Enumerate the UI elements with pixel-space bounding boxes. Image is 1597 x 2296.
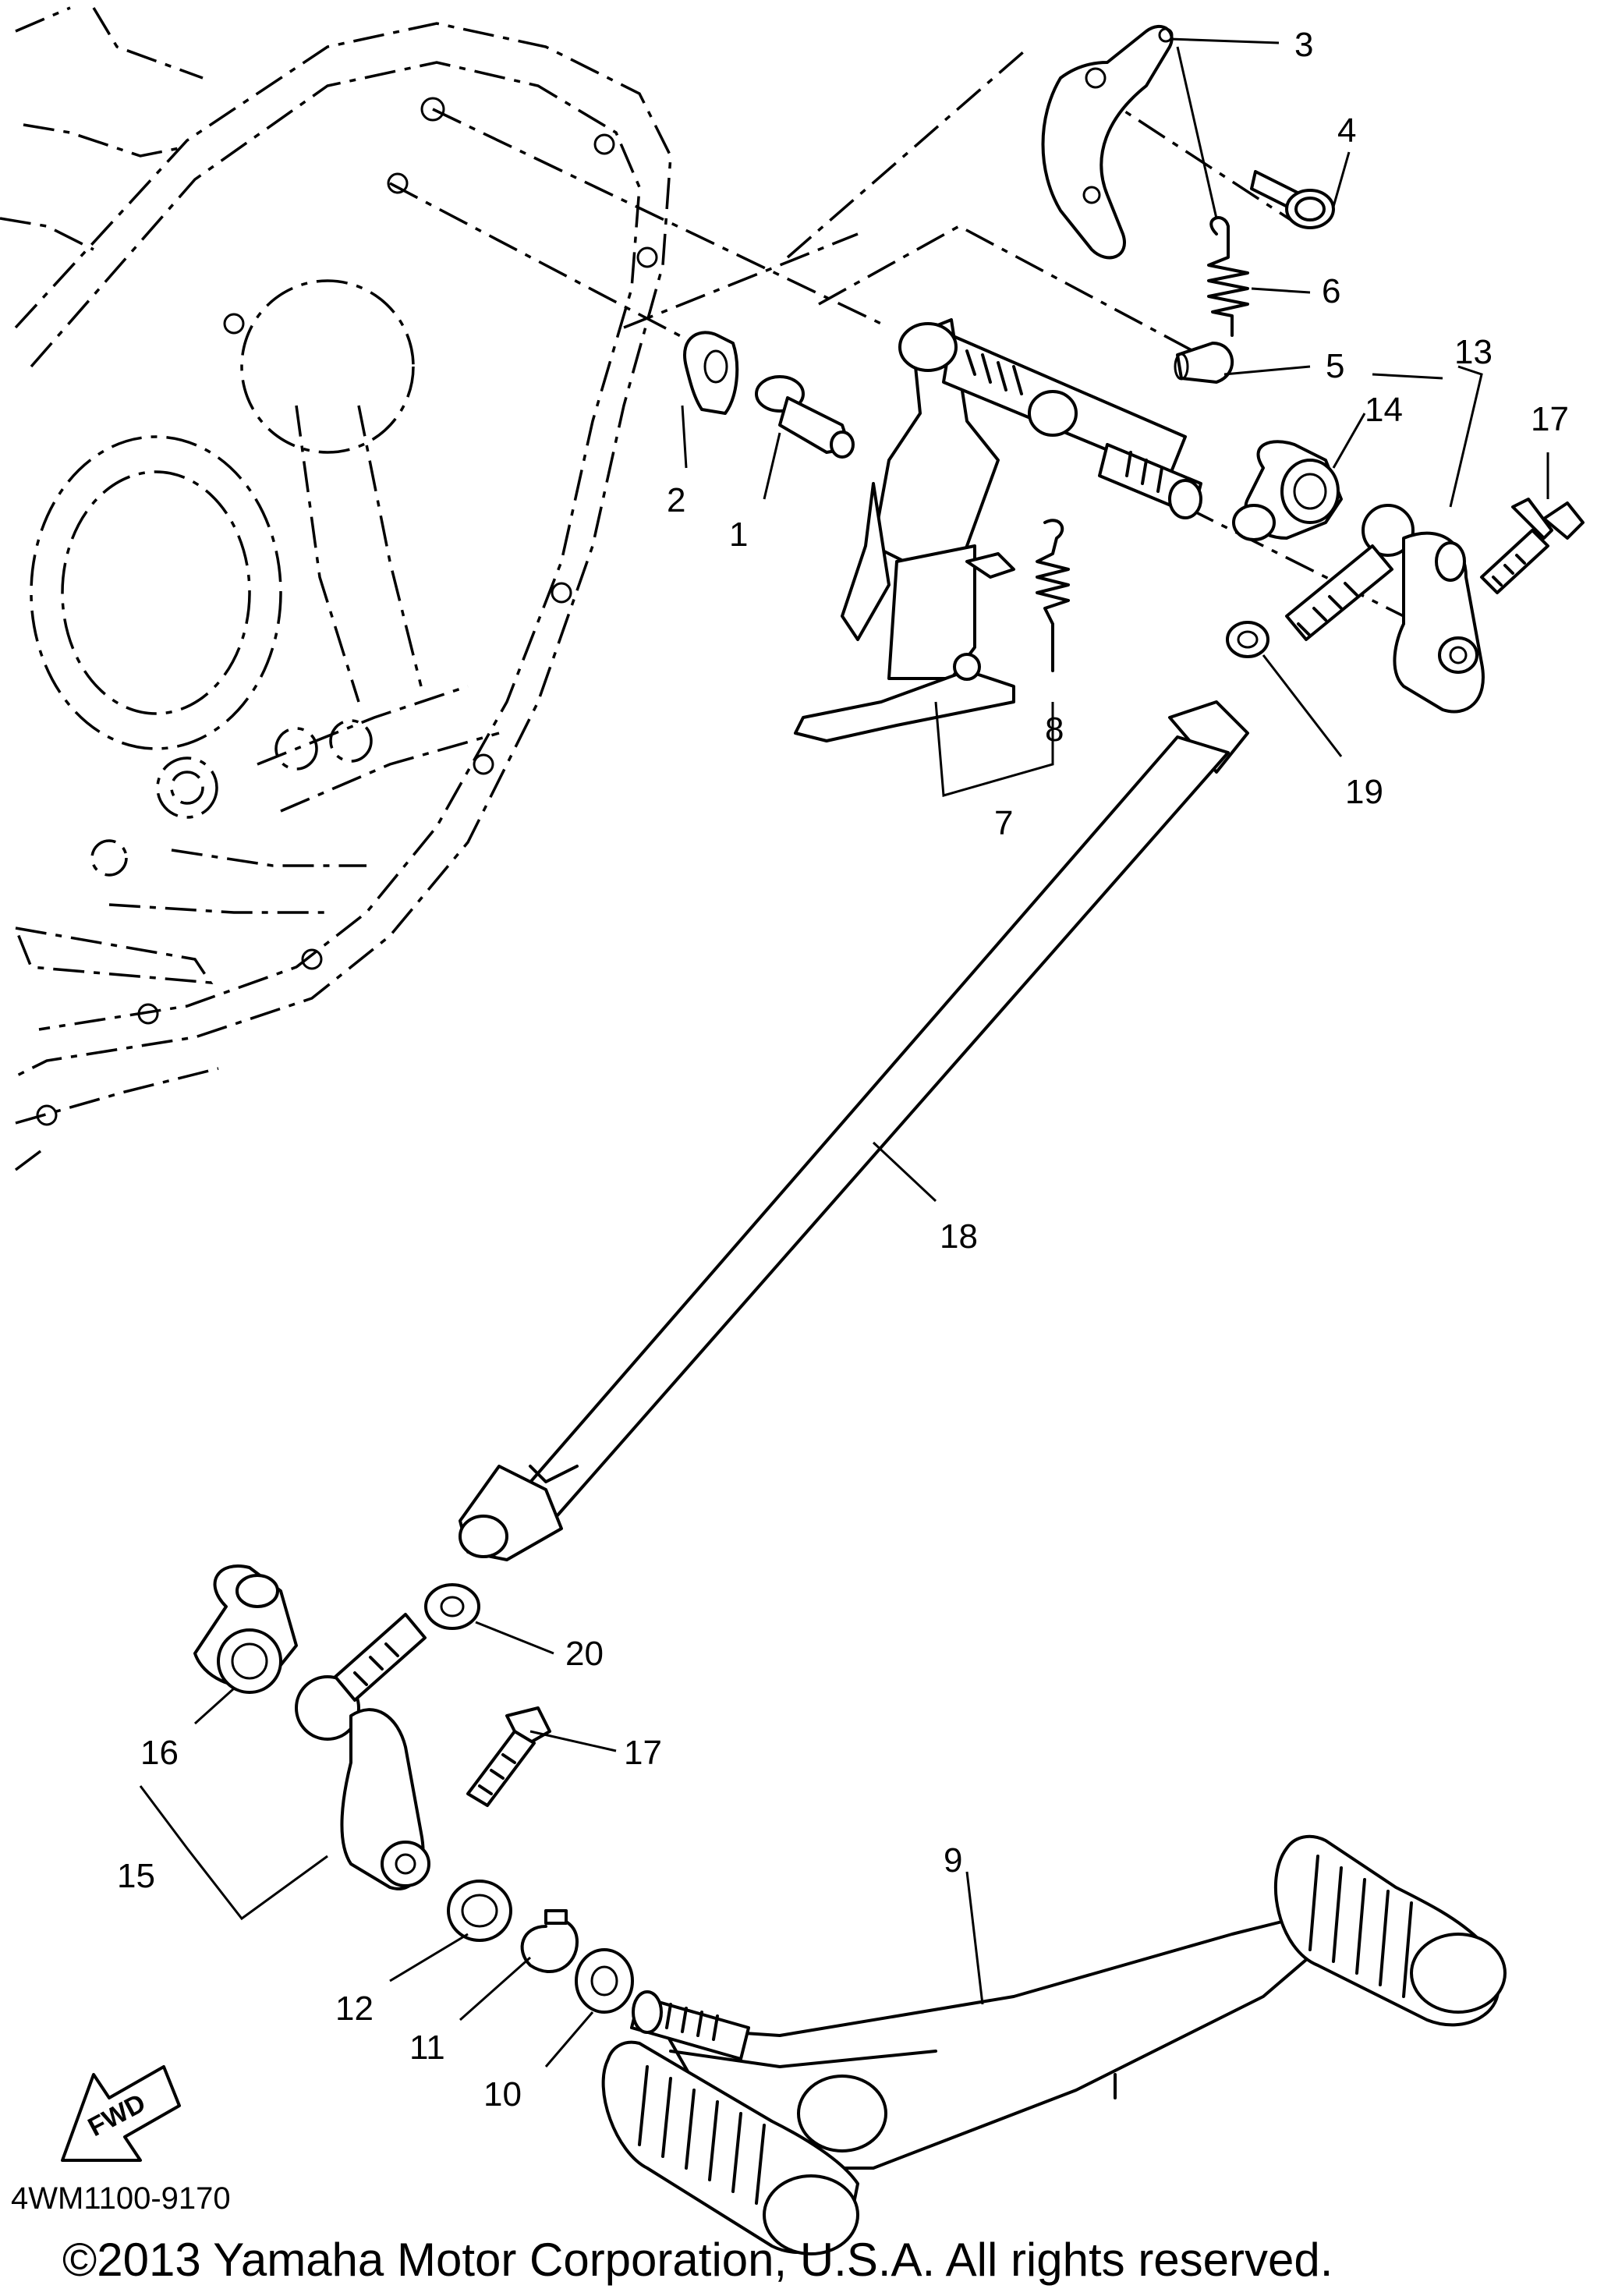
stud-bolt-1 — [755, 375, 855, 459]
label-part-9: 9 — [944, 1841, 962, 1880]
shift-arm-13 — [1285, 504, 1485, 714]
label-part-12: 12 — [335, 1990, 374, 2028]
fwd-arrow: FWD — [61, 2065, 181, 2162]
label-part-18: 18 — [940, 1217, 978, 1256]
label-part-4: 4 — [1337, 112, 1356, 150]
nut-19 — [1226, 621, 1269, 658]
crankcase-cover — [0, 6, 672, 1171]
assembly-guide-lines — [389, 45, 1420, 625]
label-part-13: 13 — [1454, 333, 1493, 371]
label-part-11: 11 — [409, 2028, 445, 2067]
bolt-17-lower — [466, 1706, 551, 1807]
label-part-15: 15 — [117, 1857, 155, 1895]
shift-shaft-assembly-7 — [794, 318, 1202, 742]
spring-6 — [1207, 216, 1249, 337]
label-part-6: 6 — [1322, 272, 1340, 310]
label-part-14: 14 — [1365, 391, 1403, 429]
shift-pedal-9 — [601, 1834, 1507, 2255]
joint-16 — [193, 1564, 298, 1694]
shift-arm-15 — [295, 1613, 430, 1890]
pin-5 — [1174, 342, 1234, 384]
label-part-1: 1 — [729, 516, 748, 554]
label-part-8: 8 — [1045, 710, 1064, 749]
circlip-11 — [520, 1909, 579, 1974]
label-part-19: 19 — [1345, 773, 1383, 811]
collar-2 — [683, 331, 739, 415]
bushing-12 — [447, 1880, 512, 1942]
label-part-16: 16 — [140, 1734, 179, 1772]
washer-10 — [575, 1948, 634, 2014]
label-part-2: 2 — [667, 481, 685, 519]
label-part-5: 5 — [1326, 347, 1344, 385]
label-part-3: 3 — [1294, 26, 1313, 64]
bolt-4 — [1250, 170, 1335, 229]
label-part-20: 20 — [565, 1635, 604, 1673]
bolt-17-upper — [1480, 498, 1585, 594]
shift-rod-18 — [459, 700, 1249, 1561]
label-leaders — [139, 37, 1549, 2067]
part-labels: 3 4 6 5 13 14 17 2 1 8 19 7 18 20 16 17 … — [117, 26, 1569, 2114]
copyright-notice: ©2013 Yamaha Motor Corporation, U.S.A. A… — [62, 2234, 1333, 2286]
label-part-10: 10 — [483, 2075, 522, 2114]
spring-8 — [1036, 519, 1070, 672]
label-part-17-lower: 17 — [624, 1734, 662, 1772]
joint-14 — [1232, 440, 1343, 541]
drawing-code: 4WM1100-9170 — [11, 2181, 231, 2216]
shift-guide-plate — [1041, 25, 1174, 260]
label-part-7: 7 — [994, 804, 1013, 842]
nut-20 — [424, 1583, 480, 1630]
label-part-17-upper: 17 — [1531, 400, 1569, 438]
